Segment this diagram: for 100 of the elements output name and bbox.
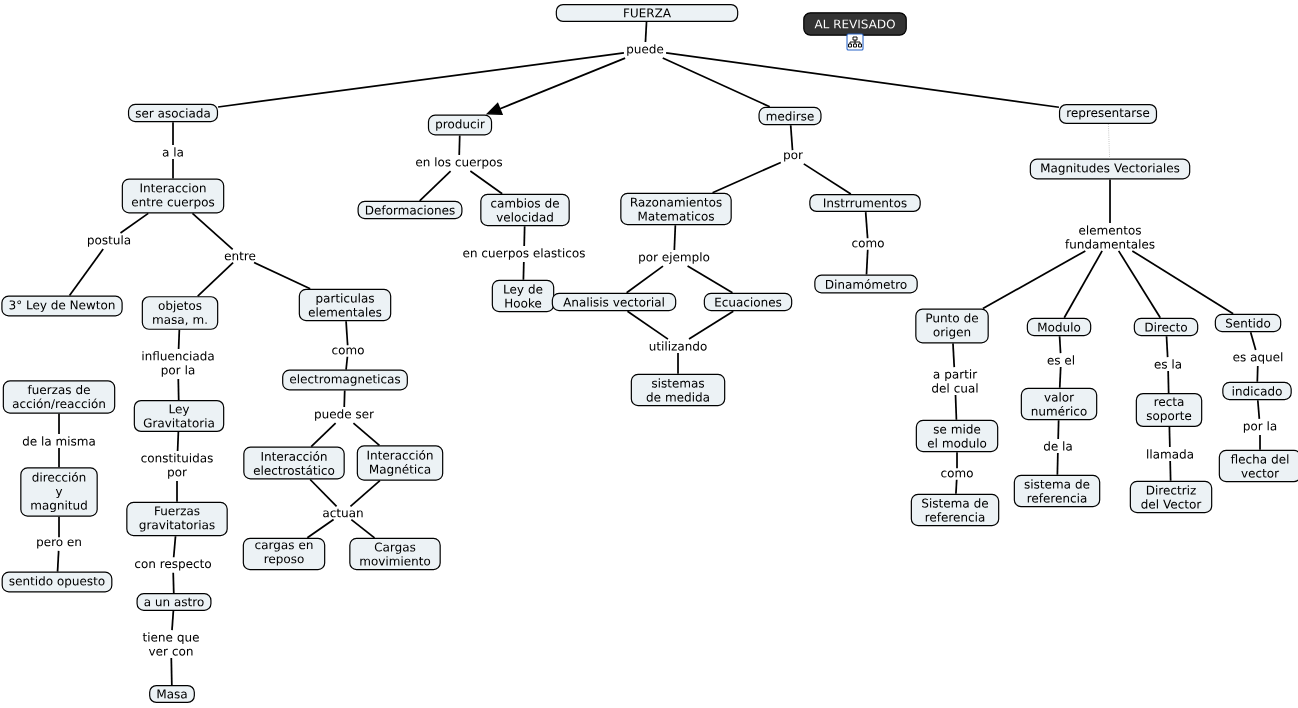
connector-line — [665, 52, 1060, 109]
connector-line — [1058, 366, 1062, 389]
concept-box: Modulo — [1026, 317, 1092, 337]
connector-line — [310, 422, 337, 448]
connector-line — [865, 248, 869, 276]
concept-box: Directo — [1133, 317, 1199, 337]
connector-line — [789, 124, 794, 151]
connector-line — [625, 265, 664, 294]
linking-phrase: constituidas por — [141, 453, 213, 479]
linking-phrase: utilizando — [649, 341, 707, 351]
connector-line — [1249, 331, 1257, 351]
concept-box: recta soporte — [1135, 392, 1203, 428]
concept-box: Deformaciones — [357, 200, 463, 220]
concept-box: cambios de velocidad — [480, 193, 570, 227]
linking-phrase: por — [784, 152, 803, 162]
connector-line — [1063, 250, 1103, 319]
concept-box: ser asociada — [127, 103, 219, 123]
connector-line — [176, 480, 178, 503]
connector-line — [956, 451, 958, 470]
connector-line — [56, 550, 60, 573]
linking-phrase: es aquel — [1233, 352, 1283, 364]
connector-line — [350, 518, 376, 539]
concept-box: indicado — [1222, 381, 1292, 401]
concept-box: sentido opuesto — [1, 571, 113, 593]
connector-line — [309, 478, 338, 508]
linking-phrase: elementos fundamentales — [1065, 225, 1155, 249]
concept-box: Interaccion entre cuerpos — [121, 178, 225, 214]
linking-phrase: actuan — [323, 508, 363, 518]
connector-line — [119, 212, 150, 234]
linking-phrase: como — [852, 240, 884, 248]
connector-line — [954, 394, 958, 421]
connector-line — [191, 212, 234, 251]
connector-line — [1167, 370, 1170, 394]
concept-box: dirección y magnitud — [20, 467, 98, 517]
connector-line — [458, 134, 461, 156]
concept-box: particulas elementales — [298, 288, 392, 322]
linking-phrase: de la — [1043, 441, 1072, 451]
connector-line — [469, 170, 504, 195]
connector-line — [306, 518, 335, 539]
connector-line — [172, 571, 175, 594]
connector-line — [802, 163, 852, 195]
concept-box: sistema de referencia — [1013, 474, 1101, 508]
connector-line — [661, 57, 771, 108]
connector-line — [1169, 460, 1172, 482]
concept-box: medirse — [758, 106, 822, 126]
connector-line — [345, 355, 349, 371]
linking-phrase: en los cuerpos — [416, 157, 503, 169]
concept-box: Razonamientos Matematicos — [620, 192, 732, 226]
connector-line — [176, 431, 180, 452]
concept-box: Cargas movimiento — [349, 537, 441, 571]
linking-phrase: a la — [162, 147, 183, 157]
linking-phrase: influenciada por la — [142, 351, 214, 377]
linking-phrase: postula — [88, 235, 131, 247]
connector-line — [1056, 452, 1059, 476]
concept-box: Ley Gravitatoria — [133, 399, 225, 433]
connector-line — [172, 535, 177, 559]
concept-box: flecha del vector — [1218, 449, 1298, 483]
connector-line — [253, 261, 312, 290]
connector-line — [688, 310, 735, 340]
concept-box: Ley de Hooke — [491, 279, 555, 313]
connector-line — [172, 158, 174, 180]
concept-box: objetos masa, m. — [141, 296, 219, 330]
concept-box: Interacción electrostático — [243, 446, 345, 480]
linking-phrase: como — [332, 347, 364, 355]
concept-box: Interacción Magnética — [356, 445, 444, 481]
connector-line — [217, 51, 625, 108]
linking-phrase: tiene que ver con — [142, 632, 199, 656]
connector-line — [711, 161, 782, 194]
connector-line — [418, 170, 452, 202]
concept-box: Sentido — [1214, 313, 1282, 333]
linking-phrase: entre — [224, 251, 256, 261]
connector-line — [343, 389, 346, 408]
concept-box: representarse — [1058, 103, 1158, 125]
connector-line — [1131, 250, 1235, 315]
concept-box: Analisis vectorial — [551, 292, 677, 312]
connector-line — [644, 21, 648, 43]
concept-box: Dinamómetro — [814, 274, 918, 294]
concept-box: electromagneticas — [282, 369, 408, 391]
concept-box: Instrrumentos — [809, 193, 921, 213]
connector-line — [170, 657, 173, 686]
connector-line — [352, 422, 381, 447]
linking-phrase: puede ser — [315, 409, 374, 421]
connector-line — [626, 310, 669, 340]
connector-line — [349, 479, 381, 508]
concept-box: Magnitudes Vectoriales — [1029, 158, 1191, 180]
linking-phrase: en cuerpos elasticos — [463, 248, 585, 260]
concept-box: Masa — [149, 684, 195, 704]
concept-box: 3° Ley de Newton — [1, 295, 123, 317]
connector-line — [677, 352, 679, 375]
linking-phrase: es la — [1154, 359, 1181, 369]
connector-line — [345, 320, 349, 347]
concept-box: Ecuaciones — [703, 292, 793, 312]
title-box: AL REVISADO — [803, 12, 907, 36]
connector-line — [1168, 426, 1171, 448]
connector-line — [1256, 365, 1259, 383]
linking-phrase: puede — [627, 44, 664, 56]
connector-line — [1109, 178, 1111, 224]
connector-line — [523, 225, 526, 247]
concept-box: producir — [427, 114, 493, 136]
connector-line — [177, 329, 181, 350]
